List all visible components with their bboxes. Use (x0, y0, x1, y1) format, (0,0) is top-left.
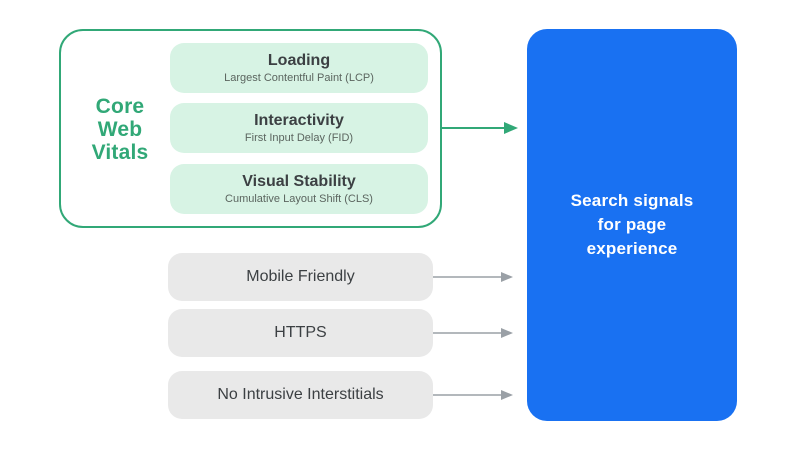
right-arrow-icon-mobile-friendly (433, 272, 513, 282)
right-arrow-icon-core-web-vitals (441, 122, 518, 134)
pill-title: Interactivity (254, 112, 344, 129)
right-arrow-icon-no-intrusive-interstitials (433, 390, 513, 400)
right-arrow-icon-https (433, 328, 513, 338)
pill-subtitle: Cumulative Layout Shift (CLS) (225, 193, 373, 205)
core-web-vitals-item-loading: Loading Largest Contentful Paint (LCP) (170, 43, 428, 93)
pill-title: Loading (267, 52, 331, 69)
pill-subtitle: Largest Contentful Paint (LCP) (224, 72, 374, 84)
signal-no-intrusive-interstitials: No Intrusive Interstitials (168, 371, 433, 419)
pill-title: Visual Stability (242, 173, 356, 190)
pill-subtitle: First Input Delay (FID) (244, 132, 354, 144)
signal-mobile-friendly: Mobile Friendly (168, 253, 433, 301)
core-web-vitals-item-visual-stability: Visual Stability Cumulative Layout Shift… (170, 164, 428, 214)
pill-label: HTTPS (274, 324, 327, 341)
signal-https: HTTPS (168, 309, 433, 357)
pill-label: No Intrusive Interstitials (217, 386, 384, 403)
search-signals-box: Search signals for page experience (527, 29, 737, 421)
core-web-vitals-item-interactivity: Interactivity First Input Delay (FID) (170, 103, 428, 153)
search-signals-label: Search signals for page experience (570, 191, 694, 258)
pill-label: Mobile Friendly (246, 268, 355, 285)
core-web-vitals-label: Core Web Vitals (91, 95, 149, 164)
